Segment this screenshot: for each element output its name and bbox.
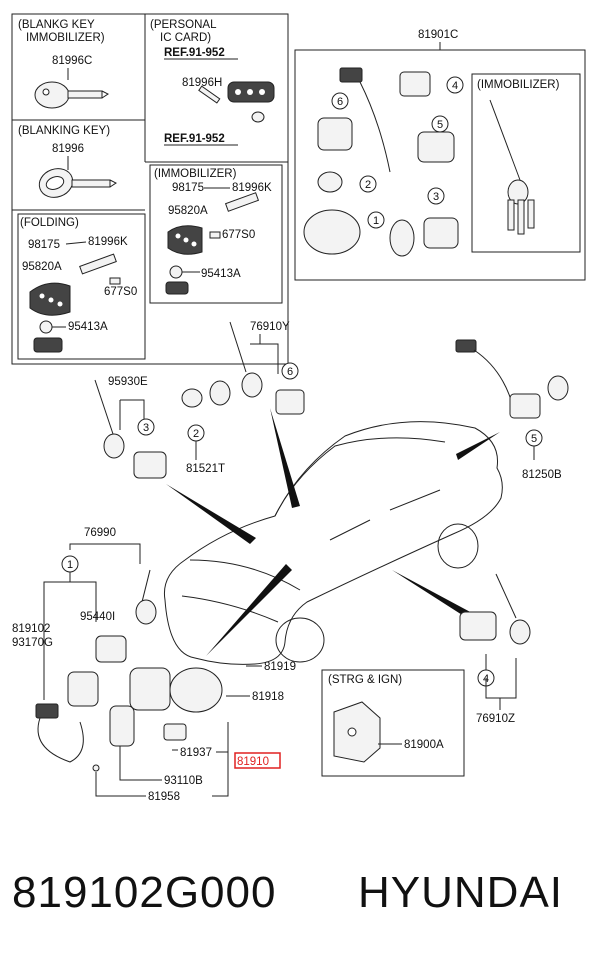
- immobilizer-key-set-icon: [489, 99, 535, 235]
- ref-label-1: REF.91-952: [164, 47, 225, 59]
- ic-card-key-icon: [198, 81, 275, 123]
- folding-key-fob-icon-b: [167, 225, 203, 255]
- svg-text:3: 3: [433, 191, 439, 203]
- label-76910Y: 76910Y: [250, 321, 290, 333]
- label-98175-b: 98175: [172, 182, 204, 194]
- label-98175-a: 98175: [28, 239, 60, 251]
- svg-text:5: 5: [531, 433, 537, 445]
- label-81910: 81910: [237, 756, 269, 768]
- pointer-wedges: [166, 408, 500, 656]
- box-title-blanking-key: (BLANKING KEY): [18, 125, 110, 137]
- box-title-blank-key-immobilizer: (BLANKG KEY: [18, 19, 95, 31]
- blanking-key-icon: [38, 168, 117, 198]
- label-76910Z: 76910Z: [476, 713, 515, 725]
- steering-lock-bracket-icon: [333, 701, 381, 763]
- label-95820A-b: 95820A: [168, 205, 208, 217]
- label-81996H: 81996H: [182, 77, 222, 89]
- label-819102: 819102: [12, 623, 50, 635]
- label-95820A-a: 95820A: [22, 261, 62, 273]
- label-81901C: 81901C: [418, 29, 458, 41]
- label-81937: 81937: [180, 747, 212, 759]
- box-title-blank-key-immobilizer-2: IMMOBILIZER): [26, 32, 105, 44]
- svg-text:2: 2: [365, 179, 371, 191]
- label-95413A-b: 95413A: [201, 268, 241, 280]
- caption-bar: 819102G000 HYUNDAI: [0, 868, 600, 948]
- label-76990: 76990: [84, 527, 116, 539]
- label-81996K-b: 81996K: [232, 182, 272, 194]
- box-key-group: [11, 13, 289, 365]
- trunk-lock-right-icon: [455, 339, 569, 419]
- label-93110B: 93110B: [164, 775, 203, 787]
- box-title-personal-ic-card: (PERSONAL: [150, 19, 217, 31]
- box-title-strg-ign: (STRG & IGN): [328, 674, 402, 686]
- label-677S0-b: 677S0: [222, 229, 255, 241]
- label-95930E: 95930E: [108, 376, 148, 388]
- label-677S0-a: 677S0: [104, 286, 137, 298]
- box-title-personal-ic-card-2: IC CARD): [160, 32, 211, 44]
- immobilizer-key-icon: [34, 81, 109, 109]
- box-81901C: [294, 49, 586, 281]
- label-81521T: 81521T: [186, 463, 225, 475]
- car-illustration: [163, 421, 503, 665]
- highlight-81910: [234, 752, 281, 769]
- ref-label-2: REF.91-952: [164, 133, 225, 145]
- label-81996K-a: 81996K: [88, 236, 128, 248]
- label-81996: 81996: [52, 143, 84, 155]
- part-number-caption: 819102G000: [12, 868, 277, 917]
- label-81996C: 81996C: [52, 55, 92, 67]
- door-lock-set-top-icon: [209, 321, 305, 415]
- label-93170G: 93170G: [12, 637, 53, 649]
- folding-key-fob-icon-a: [29, 282, 71, 316]
- label-95440I: 95440I: [80, 611, 115, 623]
- callouts-top-right: 4 6 5 2 3 1: [331, 76, 464, 229]
- svg-text:1: 1: [373, 215, 379, 227]
- svg-text:4: 4: [452, 80, 458, 92]
- label-81919: 81919: [264, 661, 296, 673]
- parts-diagram: (BLANKG KEY IMMOBILIZER) 81996C (PERSONA…: [11, 13, 586, 803]
- lock-cylinder-icons-top: [303, 67, 459, 257]
- box-title-immobilizer-right: (IMMOBILIZER): [477, 79, 560, 91]
- label-81900A: 81900A: [404, 739, 444, 751]
- box-strg-ign: [321, 669, 465, 777]
- lock-set-left-icon: [94, 379, 167, 479]
- ignition-lock-assembly-icon: [35, 569, 223, 772]
- svg-text:6: 6: [287, 366, 293, 378]
- svg-text:2: 2: [193, 428, 199, 440]
- box-title-folding: (FOLDING): [20, 217, 79, 229]
- label-81918: 81918: [252, 691, 284, 703]
- label-81250B: 81250B: [522, 469, 562, 481]
- door-lock-right-icon: [459, 573, 531, 645]
- key-blade-icon: [224, 192, 260, 212]
- svg-text:3: 3: [143, 422, 149, 434]
- svg-text:6: 6: [337, 96, 343, 108]
- box-title-immobilizer-inner: (IMMOBILIZER): [154, 168, 237, 180]
- label-81958: 81958: [148, 791, 180, 803]
- brand-caption: HYUNDAI: [358, 868, 564, 917]
- svg-text:1: 1: [67, 559, 73, 571]
- svg-text:5: 5: [437, 119, 443, 131]
- label-95413A-a: 95413A: [68, 321, 108, 333]
- cylinder-cap-icon: [181, 388, 203, 408]
